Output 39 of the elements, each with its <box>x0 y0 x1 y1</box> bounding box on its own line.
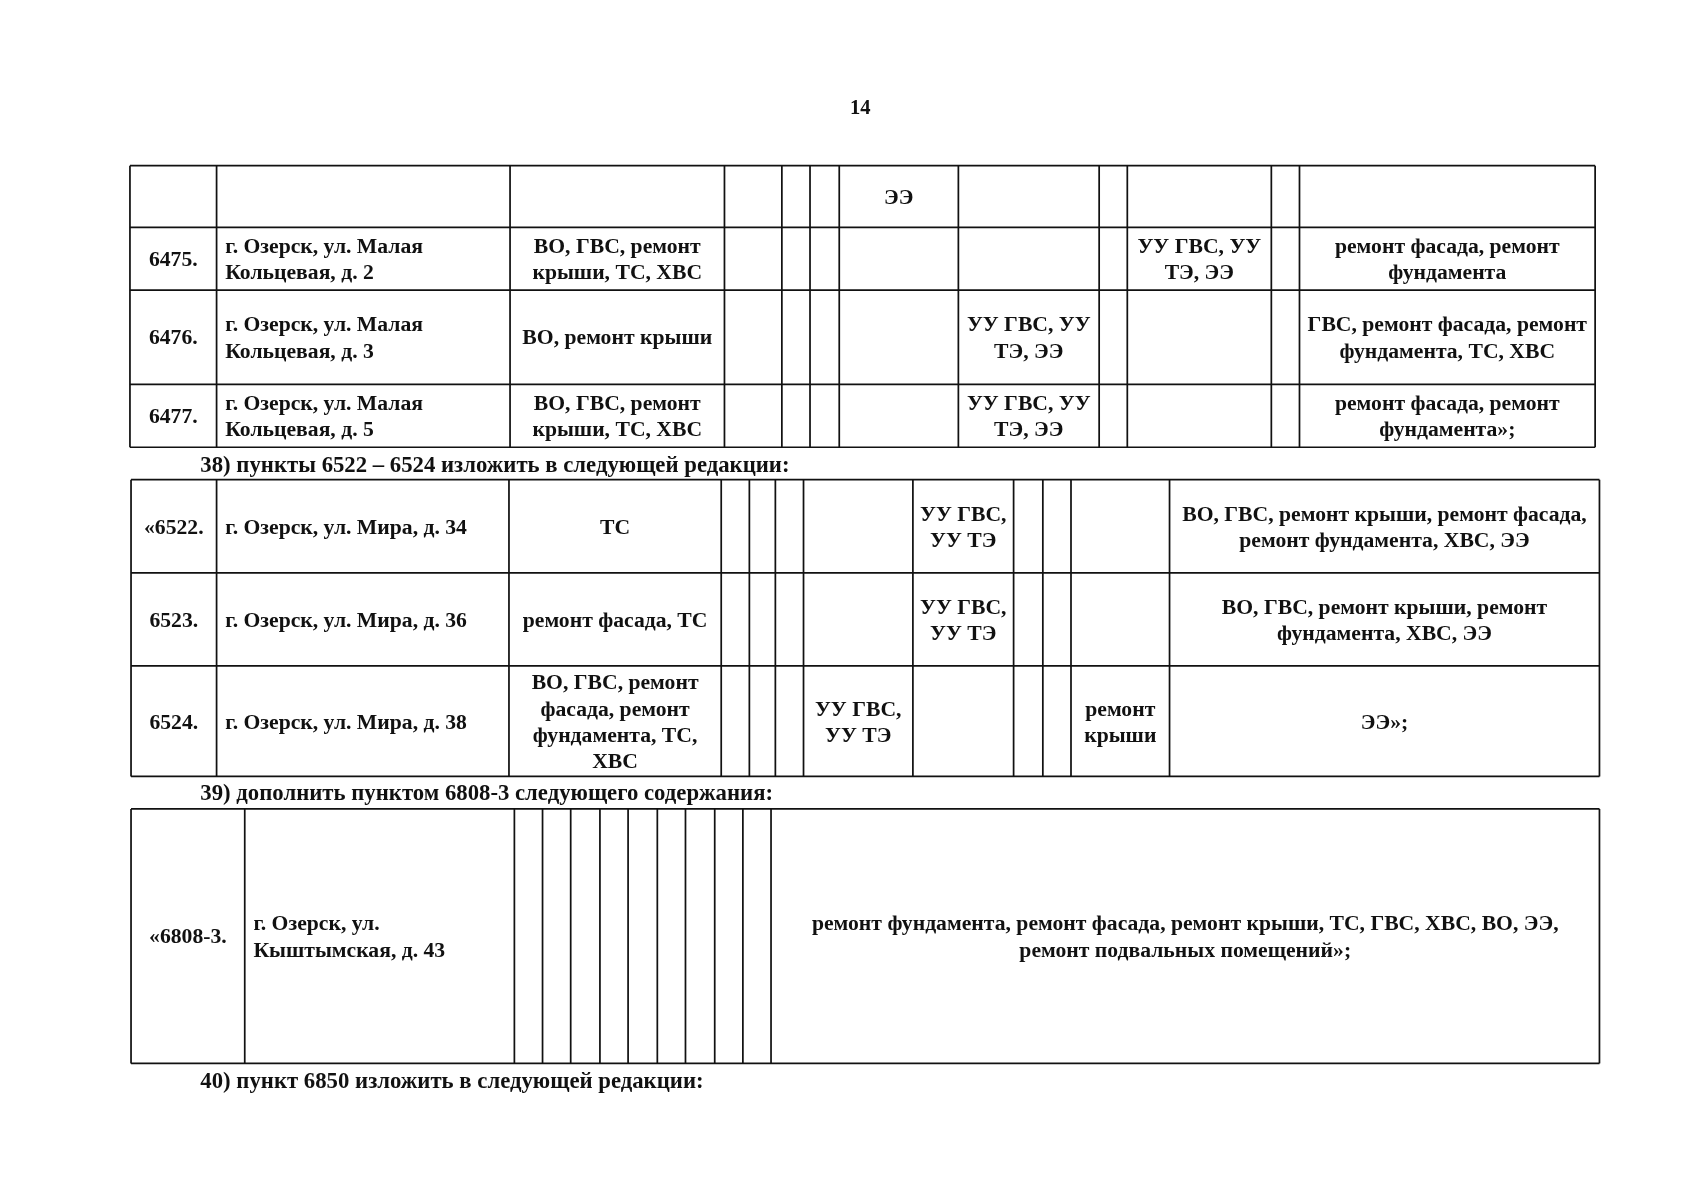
work-list: УУ ГВС, УУ ТЭ, ЭЭ <box>1131 232 1267 286</box>
utility-code: ЭЭ <box>884 183 914 210</box>
row-number: 6523. <box>149 606 199 633</box>
work-list: ЭЭ»; <box>1360 708 1409 735</box>
address-text: г. Озерск, ул. Мира, д. 36 <box>225 606 467 633</box>
work-list: ВО, ГВС, ремонт крыши, ТС, ХВС <box>514 389 721 443</box>
work-list: ГВС, ремонт фасада, ремонт фундамента, ТС, ХВС <box>1303 310 1591 364</box>
work-list: УУ ГВС, УУ ТЭ, ЭЭ <box>962 389 1095 443</box>
work-list: ВО, ГВС, ремонт фасада, ремонт фундамента, ТС, ХВС <box>513 668 717 775</box>
work-list: ВО, ГВС, ремонт крыши, ремонт фундамента, ХВС, ЭЭ <box>1173 593 1596 646</box>
work-list: ремонт крыши <box>1075 694 1166 748</box>
row-number: 6477. <box>148 402 198 430</box>
paragraph-text: 40) пункт 6850 изложить в следующей редакции: <box>200 1067 704 1095</box>
work-list: ремонт фасада, ТС <box>522 606 708 633</box>
work-list: ВО, ГВС, ремонт крыши, ремонт фасада, ремонт фундамента, ХВС, ЭЭ <box>1173 499 1596 553</box>
work-list: УУ ГВС, УУ ТЭ <box>917 593 1010 646</box>
work-list: ремонт фундамента, ремонт фасада, ремонт крыши, ТС, ГВС, ХВС, ВО, ЭЭ, ремонт подвальных помещений»; <box>775 909 1596 963</box>
work-list: ремонт фасада, ремонт фундамента <box>1303 232 1591 286</box>
work-list: ВО, ремонт крыши <box>522 324 713 351</box>
work-list: УУ ГВС, УУ ТЭ, ЭЭ <box>962 310 1095 364</box>
row-number: «6522. <box>144 513 204 540</box>
work-list: ВО, ГВС, ремонт крыши, ТС, ХВС <box>514 232 721 286</box>
row-number: 6524. <box>149 708 199 735</box>
row-number: «6808-3. <box>149 923 227 950</box>
address-text: г. Озерск, ул. Кыштымская, д. 43 <box>253 909 447 963</box>
row-number: 6475. <box>148 245 198 272</box>
row-number: 6476. <box>148 324 198 351</box>
paragraph-text: 38) пункты 6522 – 6524 изложить в следующей редакции: <box>200 451 790 479</box>
paragraph-text: 39) дополнить пунктом 6808-3 следующего содержания: <box>200 779 773 807</box>
work-list: УУ ГВС, УУ ТЭ <box>807 694 909 748</box>
work-list: ТС <box>600 513 631 540</box>
page-number: 14 <box>850 95 871 120</box>
work-list: ремонт фасада, ремонт фундамента»; <box>1303 389 1591 443</box>
address-text: г. Озерск, ул. Мира, д. 34 <box>225 513 467 540</box>
work-list: УУ ГВС, УУ ТЭ <box>917 499 1010 553</box>
address-text: г. Озерск, ул. Малая Кольцевая, д. 3 <box>225 311 425 364</box>
address-text: г. Озерск, ул. Малая Кольцевая, д. 5 <box>225 389 425 443</box>
address-text: г. Озерск, ул. Мира, д. 38 <box>225 708 467 735</box>
address-text: г. Озерск, ул. Малая Кольцевая, д. 2 <box>225 232 425 286</box>
